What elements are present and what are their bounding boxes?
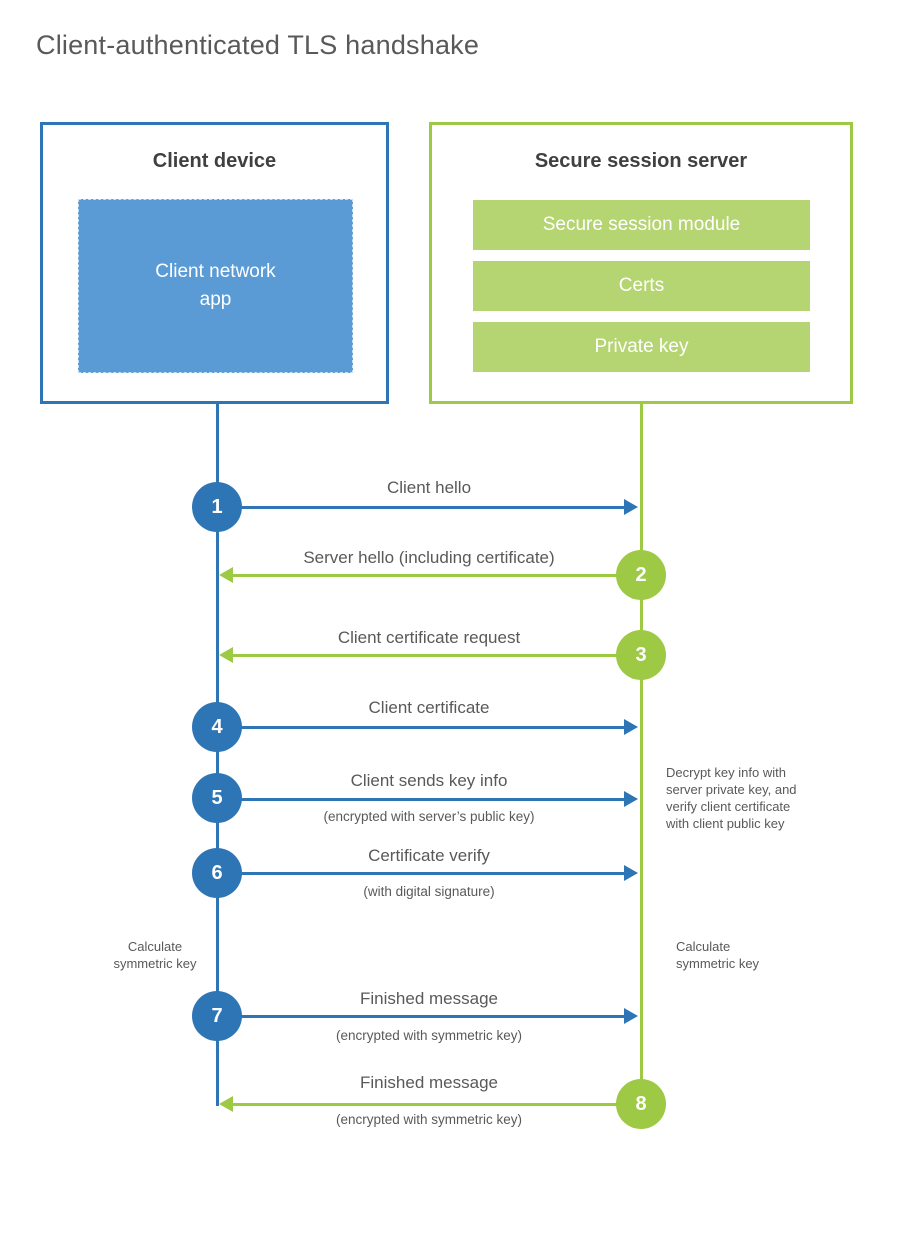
- arrow-server-hello: [219, 567, 640, 583]
- arrow-certificate-verify: [218, 865, 638, 881]
- arrow-client-certificate: [218, 719, 638, 735]
- step-circle-6: 6: [192, 848, 242, 898]
- message-sublabel-client-sends-key-info: (encrypted with server’s public key): [323, 809, 535, 824]
- secure-session-server-title: Secure session server: [534, 150, 748, 172]
- message-sublabel-finished-server: (encrypted with symmetric key): [335, 1112, 523, 1127]
- server-lifeline: [640, 404, 643, 1082]
- message-sublabel-certificate-verify: (with digital signature): [363, 884, 495, 899]
- arrow-finished-server: [219, 1096, 640, 1112]
- server-module-private-key: Private key: [473, 322, 810, 372]
- page-title: Client-authenticated TLS handshake: [36, 30, 480, 60]
- client-network-app-box: Client network app: [78, 199, 353, 373]
- client-device-title: Client device: [152, 150, 277, 172]
- message-label-server-hello: Server hello (including certificate): [303, 548, 555, 567]
- step-circle-3: 3: [616, 630, 666, 680]
- message-label-certificate-verify: Certificate verify: [368, 846, 490, 865]
- arrow-client-certificate-request: [219, 647, 640, 663]
- message-label-client-sends-key-info: Client sends key info: [350, 771, 508, 790]
- step-circle-7: 7: [192, 991, 242, 1041]
- note-calculate-symmetric-key-client: Calculate symmetric key: [113, 939, 197, 971]
- server-module-secure-session: Secure session module: [473, 200, 810, 250]
- server-module-certs: Certs: [473, 261, 810, 311]
- message-label-finished-server: Finished message: [360, 1073, 498, 1092]
- message-label-client-hello: Client hello: [386, 478, 472, 497]
- arrow-finished-client: [218, 1008, 638, 1024]
- step-circle-1: 1: [192, 482, 242, 532]
- step-circle-8: 8: [616, 1079, 666, 1129]
- arrow-client-sends-key-info: [218, 791, 638, 807]
- message-label-finished-client: Finished message: [360, 989, 498, 1008]
- note-decrypt-key-info: Decrypt key info with server private key…: [666, 765, 797, 831]
- message-label-client-certificate: Client certificate: [368, 698, 490, 717]
- step-circle-2: 2: [616, 550, 666, 600]
- client-lifeline: [216, 404, 219, 1106]
- arrow-client-hello: [218, 499, 638, 515]
- step-circle-5: 5: [192, 773, 242, 823]
- step-circle-4: 4: [192, 702, 242, 752]
- message-sublabel-finished-client: (encrypted with symmetric key): [335, 1028, 523, 1043]
- message-label-client-certificate-request: Client certificate request: [337, 628, 521, 647]
- note-calculate-symmetric-key-server: Calculate symmetric key: [676, 939, 760, 971]
